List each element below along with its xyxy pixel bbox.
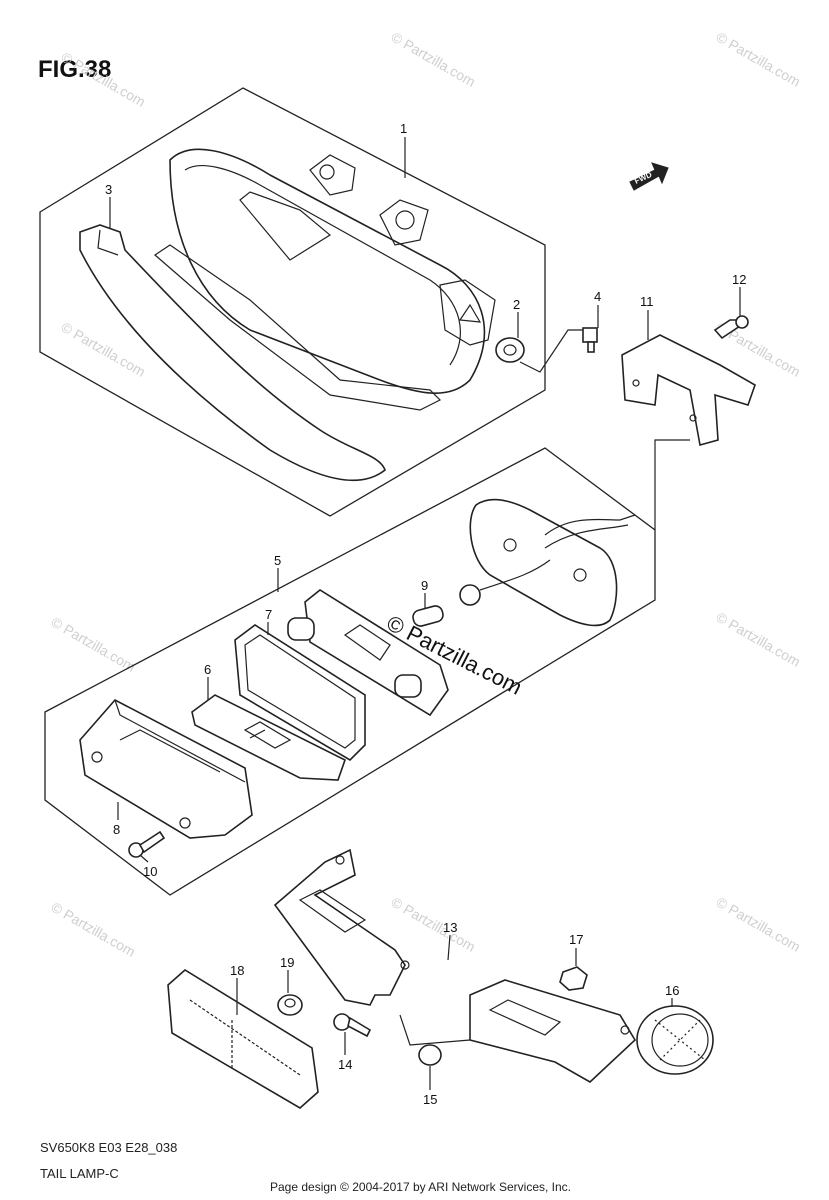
callout-15: 15 [423, 1092, 437, 1107]
callout-11: 11 [640, 294, 654, 309]
callout-17: 17 [569, 932, 583, 947]
watermark-text: © Partzilla.com [714, 609, 804, 670]
tail-lamp-assembly-frame [39, 87, 546, 517]
callout-5: 5 [274, 553, 281, 568]
license-lamp-assembly-frame [44, 447, 656, 896]
bulb[interactable] [411, 559, 551, 628]
callout-10: 10 [143, 864, 157, 879]
callout-9: 9 [421, 578, 428, 593]
callout-1: 1 [400, 121, 407, 136]
watermark-text: © Partzilla.com [49, 899, 139, 960]
nut[interactable] [559, 966, 588, 991]
watermark-text: © Partzilla.com [59, 49, 149, 110]
base-gasket[interactable] [234, 624, 366, 762]
signal-bracket[interactable] [469, 979, 637, 1083]
tail-lens[interactable] [79, 698, 253, 839]
callout-7: 7 [265, 607, 272, 622]
reflector[interactable] [167, 969, 319, 1109]
callout-8: 8 [113, 822, 120, 837]
callout-12: 12 [732, 272, 746, 287]
watermark-text: © Partzilla.com [389, 29, 479, 90]
callout-19: 19 [280, 955, 294, 970]
license-bracket[interactable] [273, 848, 410, 1006]
leader-lines [109, 137, 741, 1090]
callout-3: 3 [105, 182, 112, 197]
watermark-text: © Partzilla.com [389, 894, 479, 955]
callout-2: 2 [513, 297, 520, 312]
figure-name: TAIL LAMP-C [40, 1166, 119, 1181]
leader-line [519, 329, 583, 373]
callout-6: 6 [204, 662, 211, 677]
watermark-text: © Partzilla.com [714, 29, 804, 90]
lamp-socket-housing[interactable] [469, 498, 636, 627]
watermark-text: © Partzilla.com [714, 894, 804, 955]
lens-plate[interactable] [191, 694, 346, 781]
callout-16: 16 [665, 983, 679, 998]
figure-code: SV650K8 E03 E28_038 [40, 1140, 178, 1155]
tail-lamp-housing[interactable] [169, 148, 496, 394]
washer[interactable] [418, 1044, 442, 1066]
grommet[interactable] [495, 337, 525, 363]
screw[interactable] [713, 315, 749, 340]
mounting-bolt[interactable] [333, 1013, 372, 1038]
callout-18: 18 [230, 963, 244, 978]
bracket[interactable] [621, 334, 756, 447]
callout-14: 14 [338, 1057, 352, 1072]
forward-direction-arrow: FWD [629, 162, 669, 191]
signal-lens[interactable] [636, 1005, 714, 1075]
watermark-text: © Partzilla.com [49, 614, 139, 675]
lens-gasket[interactable] [79, 224, 442, 482]
figure-title: FIG.38 [38, 56, 112, 83]
callout-numbers: 1 2 3 4 5 6 7 8 9 10 11 12 13 14 15 16 1… [105, 121, 746, 1107]
copyright-footer: Page design © 2004-2017 by ARI Network S… [270, 1180, 572, 1194]
lamp-base[interactable] [287, 589, 449, 717]
collar[interactable] [277, 994, 303, 1016]
lens-screw[interactable] [128, 830, 166, 858]
callout-13: 13 [443, 920, 457, 935]
callout-4: 4 [594, 289, 601, 304]
bolt[interactable] [582, 327, 598, 353]
